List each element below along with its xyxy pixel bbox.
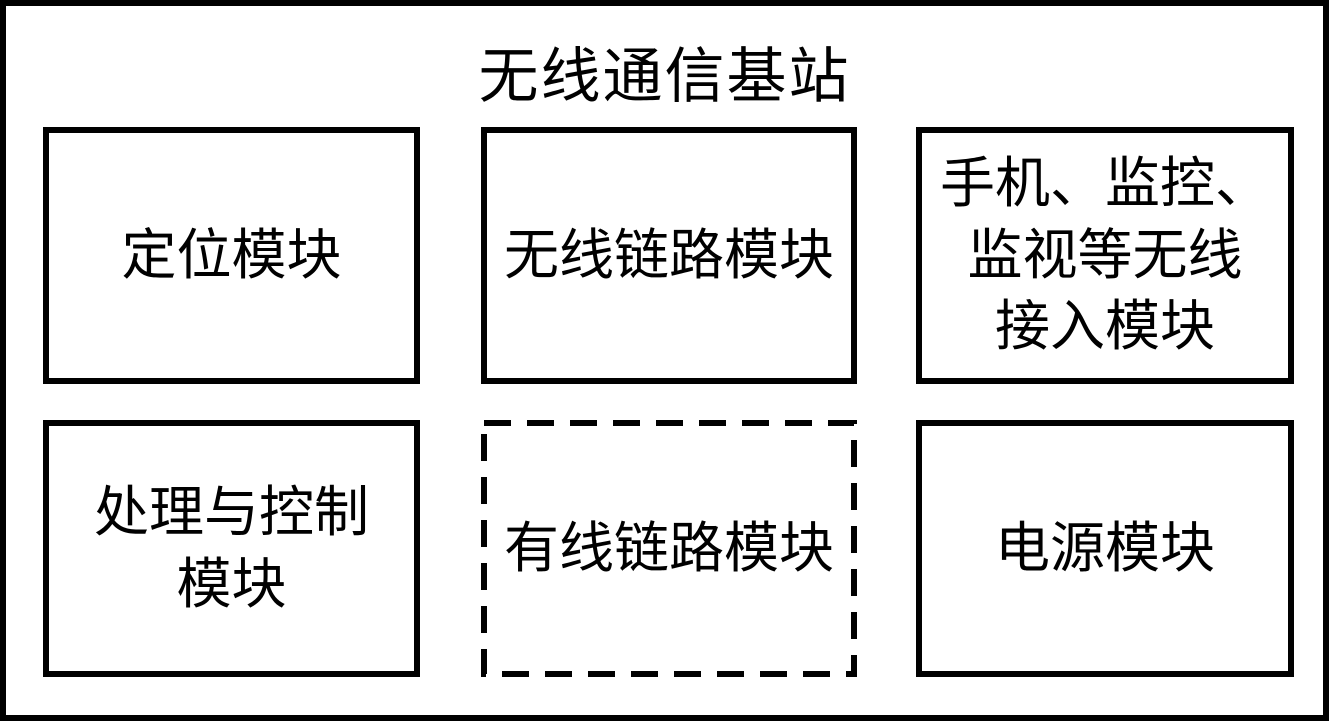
module-label-wireless-link: 无线链路模块 [503,224,834,286]
module-box-positioning: 定位模块 [43,127,420,384]
module-box-power: 电源模块 [916,420,1294,677]
module-label-positioning: 定位模块 [121,224,342,286]
diagram-title: 无线通信基站 [478,44,851,110]
module-box-wireless-access: 手机、监控、 监视等无线 接入模块 [916,127,1294,384]
module-label-wireless-access: 手机、监控、 监视等无线 接入模块 [939,153,1270,358]
module-box-wired-link: 有线链路模块 [481,420,857,677]
module-box-processing-control: 处理与控制 模块 [43,420,420,677]
module-label-power: 电源模块 [994,517,1215,579]
module-box-wireless-link: 无线链路模块 [481,127,857,384]
module-label-wired-link: 有线链路模块 [503,517,834,579]
module-label-processing-control: 处理与控制 模块 [93,482,369,615]
